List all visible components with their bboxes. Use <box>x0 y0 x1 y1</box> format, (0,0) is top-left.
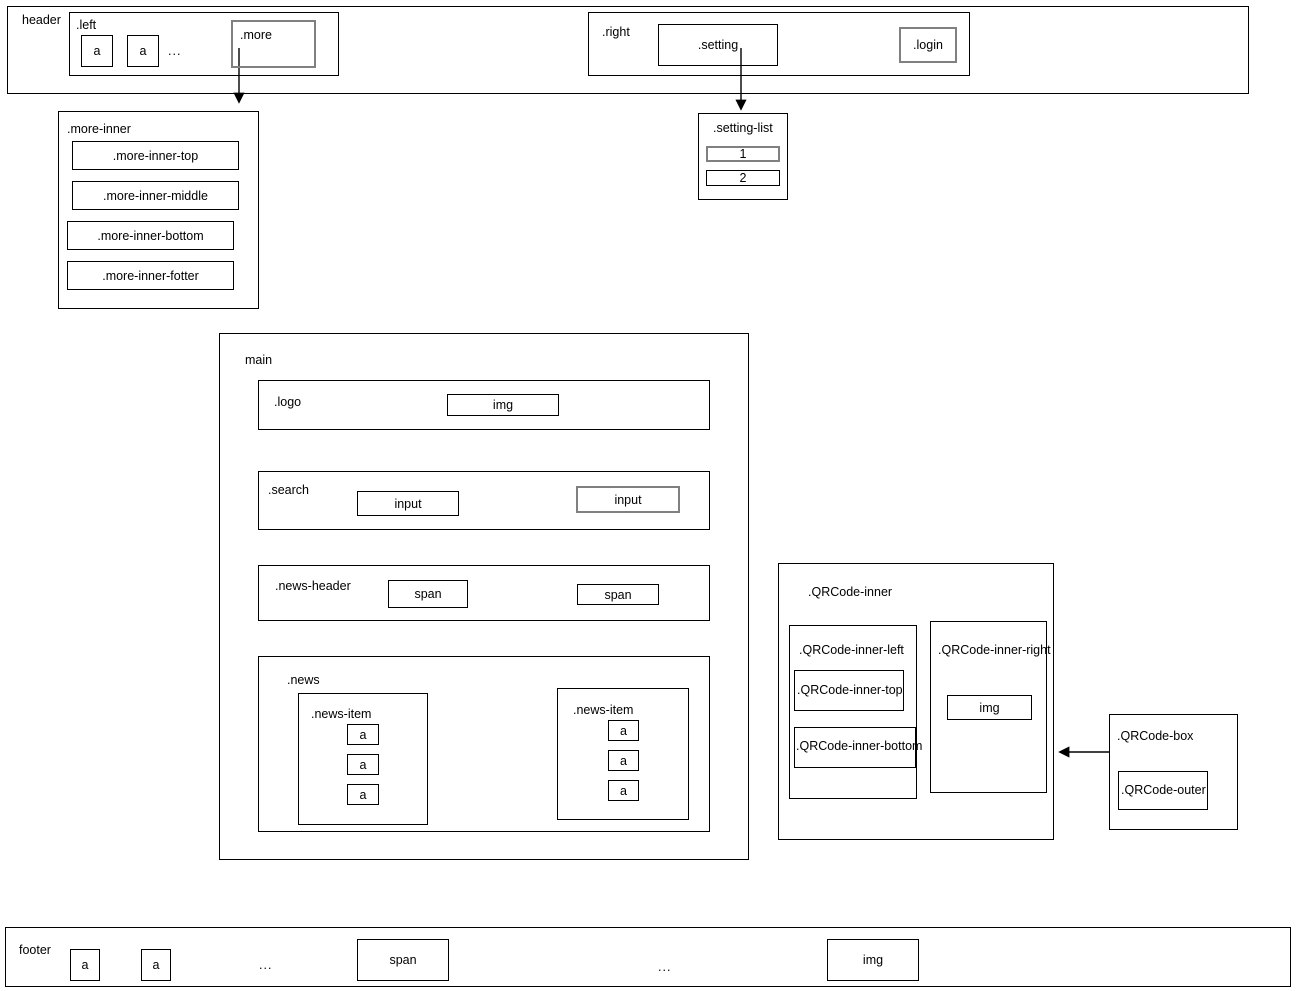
qrcode-outer-label: .QRCode-outer <box>1121 783 1206 797</box>
qrcode-inner-left-label: .QRCode-inner-left <box>799 643 904 657</box>
header-label: header <box>22 13 61 27</box>
logo-container <box>258 380 710 430</box>
more-inner-label: .more-inner <box>67 122 131 136</box>
main-container <box>219 333 749 860</box>
more-button[interactable] <box>231 20 316 68</box>
news-item-2-link-1[interactable] <box>608 720 639 741</box>
news-item-1-link-2[interactable] <box>347 754 379 775</box>
footer-label: footer <box>19 943 51 957</box>
news-header-container <box>258 565 710 621</box>
more-button-label: .more <box>240 28 272 42</box>
header-container <box>7 6 1249 94</box>
news-item-2-label: .news-item <box>573 703 634 717</box>
footer-container <box>5 927 1291 987</box>
footer-ellipsis-2: ... <box>658 960 672 974</box>
more-inner-middle[interactable] <box>72 181 239 210</box>
news-item-2 <box>557 688 689 820</box>
news-header-label: .news-header <box>275 579 351 593</box>
setting-list-item-1[interactable] <box>706 146 780 162</box>
more-inner-container <box>58 111 259 309</box>
news-header-span-2 <box>577 584 659 605</box>
login-button[interactable] <box>899 27 957 63</box>
news-item-2-link-3[interactable] <box>608 780 639 801</box>
news-label: .news <box>287 673 320 687</box>
header-right-label: .right <box>602 25 630 39</box>
news-container <box>258 656 710 832</box>
main-label: main <box>245 353 273 367</box>
setting-list-label: .setting-list <box>713 121 773 135</box>
header-left-container <box>69 12 339 76</box>
qrcode-inner-top <box>794 670 904 711</box>
search-input-2[interactable] <box>576 486 680 513</box>
footer-ellipsis-1: ... <box>259 958 273 972</box>
qrcode-inner-label: .QRCode-inner <box>808 585 893 599</box>
search-label: .search <box>268 483 309 497</box>
news-item-1-link-3[interactable] <box>347 784 379 805</box>
qrcode-inner-top-label: .QRCode-inner-top <box>797 683 903 697</box>
news-item-2-link-2[interactable] <box>608 750 639 771</box>
qrcode-inner-right <box>930 621 1047 793</box>
setting-button[interactable] <box>658 24 778 66</box>
more-inner-fotter[interactable] <box>67 261 234 290</box>
qrcode-inner-container <box>778 563 1054 840</box>
setting-list-container <box>698 113 788 200</box>
search-container <box>258 471 710 530</box>
search-input-1[interactable] <box>357 491 459 516</box>
footer-img <box>827 939 919 981</box>
more-inner-bottom[interactable] <box>67 221 234 250</box>
footer-span <box>357 939 449 981</box>
qrcode-inner-right-label: .QRCode-inner-right <box>938 643 1051 657</box>
header-right-container <box>588 12 970 76</box>
qrcode-inner-bottom <box>794 727 916 768</box>
header-left-ellipsis: ... <box>168 44 182 58</box>
qrcode-box-container <box>1109 714 1238 830</box>
setting-list-item-2[interactable] <box>706 170 780 186</box>
footer-link-1[interactable] <box>70 949 100 981</box>
logo-img <box>447 394 559 416</box>
header-left-label: .left <box>76 18 97 32</box>
qrcode-outer <box>1118 771 1208 810</box>
more-inner-top[interactable] <box>72 141 239 170</box>
header-left-link-2[interactable] <box>127 35 159 67</box>
qrcode-box-label: .QRCode-box <box>1117 729 1194 743</box>
logo-label: .logo <box>274 395 302 409</box>
header-left-link-1[interactable] <box>81 35 113 67</box>
news-item-1-link-1[interactable] <box>347 724 379 745</box>
news-header-span-1 <box>388 580 468 608</box>
qrcode-inner-left <box>789 625 917 799</box>
footer-link-2[interactable] <box>141 949 171 981</box>
qrcode-inner-right-img <box>947 695 1032 720</box>
news-item-1 <box>298 693 428 825</box>
news-item-1-label: .news-item <box>311 707 372 721</box>
qrcode-inner-bottom-label: .QRCode-inner-bottom <box>796 739 923 753</box>
